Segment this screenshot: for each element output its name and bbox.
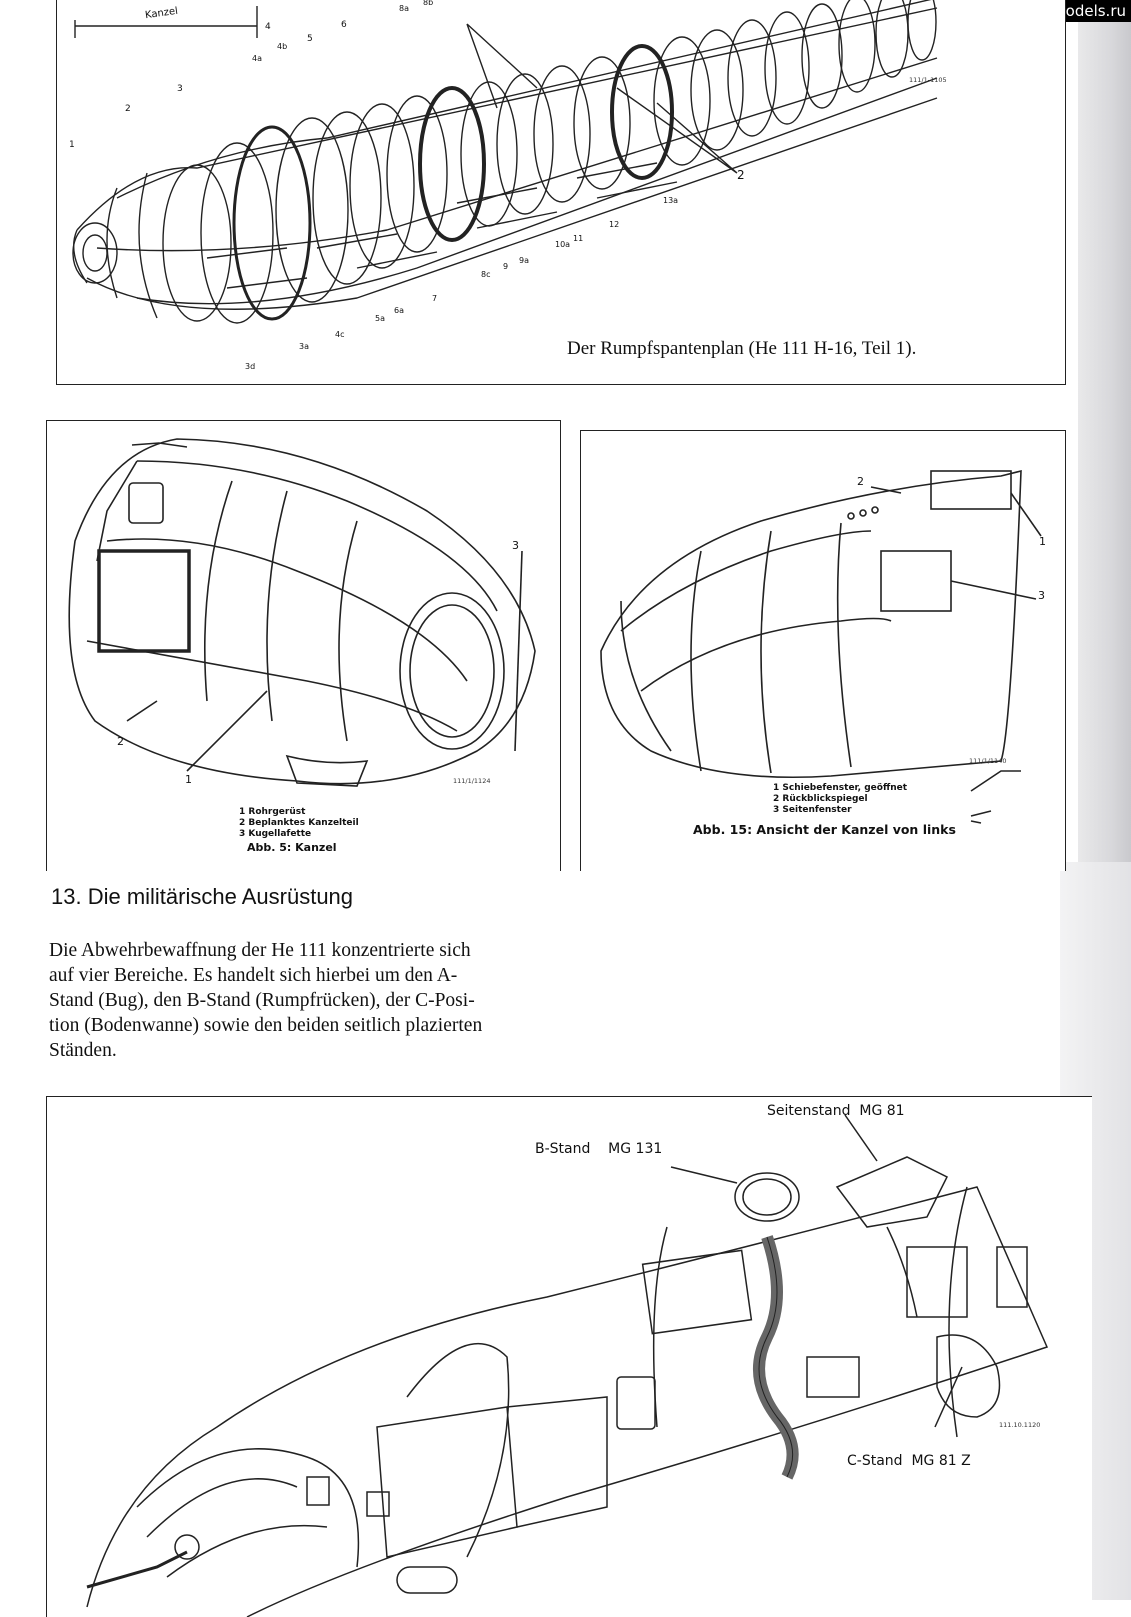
body-line: Stand (Bug), den B-Stand (Rumpfrücken), … bbox=[49, 990, 475, 1011]
frame-callout: 8a bbox=[399, 4, 409, 13]
callout-3: 3 bbox=[512, 539, 519, 552]
frame-callout: 4a bbox=[252, 54, 262, 63]
frame-callout: 1 bbox=[69, 140, 75, 150]
c-stand-label: C-Stand MG 81 Z bbox=[847, 1453, 971, 1469]
frame-callout: 2 bbox=[125, 104, 131, 114]
legend-item: 3 Kugellafette bbox=[239, 829, 312, 839]
callout-2: 2 bbox=[117, 735, 124, 748]
frame-callout: 7 bbox=[432, 294, 438, 303]
figure-kanzel: 3 2 1 111/1/1124 1 Rohrgerüst 2 Beplankt… bbox=[46, 420, 561, 871]
frame-callout: 6 bbox=[341, 20, 347, 30]
frame-callout: 4c bbox=[335, 330, 345, 339]
legend-item: 1 Schiebefenster, geöffnet bbox=[773, 783, 908, 793]
figure-fuselage-frame-plan: Kanzel 111/1-1105 1 2 3 3a 3d 4 4a 4b 4c… bbox=[56, 0, 1066, 385]
frame-callout: 13a bbox=[663, 196, 679, 205]
b-stand-label: B-Stand MG 131 bbox=[535, 1141, 663, 1157]
frame-callout: 9a bbox=[519, 256, 529, 265]
body-line: tion (Bodenwanne) sowie den beiden seitl… bbox=[49, 1015, 483, 1036]
figure-reference-code: 111.10.1120 bbox=[999, 1421, 1041, 1429]
figure-reference-code: 111/1-1105 bbox=[909, 76, 947, 84]
callout-2: 2 bbox=[857, 475, 864, 488]
figure-title: Abb. 15: Ansicht der Kanzel von links bbox=[693, 822, 956, 837]
frame-callout: 8b bbox=[423, 0, 434, 7]
legend-item: 2 Rückblickspiegel bbox=[773, 794, 868, 804]
frame-callout: 12 bbox=[609, 220, 620, 229]
callout-1: 1 bbox=[1039, 535, 1046, 548]
frame-callout: 8c bbox=[481, 270, 491, 279]
figure-legend: 1 Schiebefenster, geöffnet 2 Rückblicksp… bbox=[773, 783, 907, 816]
figure-defensive-armament: Seitenstand MG 81 B-Stand MG 131 111.10.… bbox=[46, 1096, 1092, 1617]
body-line: Ständen. bbox=[49, 1040, 117, 1061]
frame-callout: 10a bbox=[555, 240, 571, 249]
frame-callout: 3d bbox=[245, 362, 256, 371]
body-line: auf vier Bereiche. Es handelt sich hierb… bbox=[49, 965, 458, 986]
body-line: Die Abwehrbewaffnung der He 111 konzentr… bbox=[49, 940, 471, 961]
figure-reference-code: 111/1/1124 bbox=[453, 777, 491, 785]
cockpit-left-view-drawing bbox=[600, 469, 1042, 824]
legend-item: 2 Beplanktes Kanzelteil bbox=[239, 818, 359, 828]
frame-callout: 3a bbox=[299, 342, 309, 351]
body-paragraph: Die Abwehrbewaffnung der He 111 konzentr… bbox=[49, 938, 564, 1063]
legend-item: 1 Rohrgerüst bbox=[239, 807, 306, 817]
frame-callout: 9 bbox=[503, 262, 509, 271]
callout-1: 1 bbox=[185, 773, 192, 786]
figure-kanzel-left-view: 2 1 3 111/1/1140 1 Schiebefenster, geöff… bbox=[580, 430, 1066, 871]
frame-callout: 11 bbox=[573, 234, 584, 243]
legend-item: 3 Seitenfenster bbox=[773, 805, 852, 815]
armament-cutaway-drawing bbox=[86, 1114, 1049, 1617]
section-heading: 13. Die militärische Ausrüstung bbox=[51, 884, 354, 909]
fuselage-frames-drawing bbox=[72, 0, 938, 324]
frame-callout: 5 bbox=[307, 34, 313, 44]
seitenstand-label: Seitenstand MG 81 bbox=[767, 1103, 905, 1119]
frame-callout: 2 bbox=[737, 168, 745, 182]
frame-callout: 4 bbox=[265, 22, 271, 32]
frame-callout: 5a bbox=[375, 314, 385, 323]
frame-callout: 6a bbox=[394, 306, 404, 315]
figure-reference-code: 111/1/1140 bbox=[969, 757, 1007, 765]
figure-title: Abb. 5: Kanzel bbox=[247, 841, 337, 854]
figure-legend: 1 Rohrgerüst 2 Beplanktes Kanzelteil 3 K… bbox=[239, 807, 359, 840]
figure-caption: Der Rumpfspantenplan (He 111 H-16, Teil … bbox=[567, 338, 917, 359]
frame-callout: 4b bbox=[277, 42, 288, 51]
callout-3: 3 bbox=[1038, 589, 1045, 602]
frame-callout: 3 bbox=[177, 84, 183, 94]
cockpit-canopy-drawing bbox=[68, 438, 536, 787]
